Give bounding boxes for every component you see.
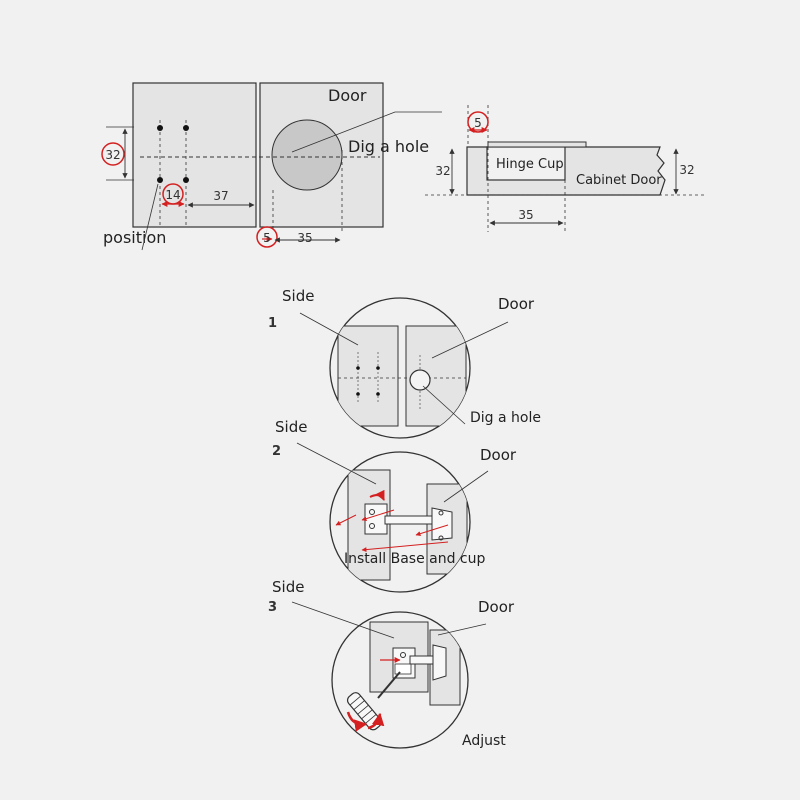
screw-hole-dot [157,125,163,131]
step-3-door-label: Door [478,598,515,616]
step-3-caption: Adjust [462,733,506,749]
dim-14: 14 [165,188,180,202]
step-2: 2 Side Door Install Base and cup [272,418,517,593]
dim-32-section-right: 32 [679,163,694,177]
step-2-number: 2 [272,444,281,459]
step-2-side-label: Side [275,418,307,436]
step-3-side-label: Side [272,578,304,596]
step-3-number: 3 [268,600,277,615]
hinge-cup-label: Hinge Cup [496,157,564,172]
cup-hole [271,119,343,191]
position-label: position [103,228,166,247]
step-1-door-label: Door [498,295,535,313]
dim-5-bottom: 5 [263,231,271,245]
step-1-side-label: Side [282,287,314,305]
step-3: 3 Side Door Adjust [268,578,515,749]
screw-hole-dot [157,177,163,183]
top-door-label: Door [328,86,367,105]
dim-37: 37 [213,189,228,203]
dim-5-top: 5 [474,116,482,130]
rotate-arrow-icon [367,712,385,730]
cabinet-door-label: Cabinet Door [576,173,662,188]
dim-32-section-left: 32 [435,164,450,178]
dim-35-bottom: 35 [297,231,312,245]
hinge-cup-recess [486,146,566,181]
top-plan-view: 32 14 37 5 35 position Door Dig a hole [101,82,442,251]
dim-32-left: 32 [105,148,120,162]
top-section-view: Hinge Cup Cabinet Door 5 32 32 35 [425,105,705,232]
screw-hole-dot [183,177,189,183]
screw-hole-dot [183,125,189,131]
step-1-caption: Dig a hole [470,410,541,426]
dim-35-section: 35 [518,208,533,222]
step-1: 1 Side Door Dig a hole [268,287,541,439]
step-2-caption: Install Base and cup [344,551,485,567]
rotate-arrow-icon [346,711,368,732]
top-dig-hole-label: Dig a hole [348,137,429,156]
step-2-door-label: Door [480,446,517,464]
step-1-cup-hole [409,369,431,391]
step-1-number: 1 [268,316,277,331]
